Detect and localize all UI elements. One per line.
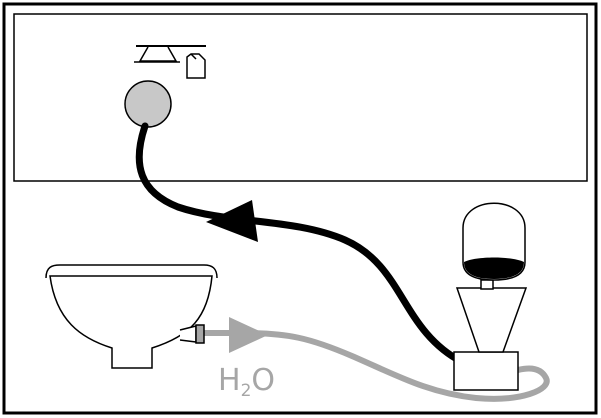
arrow-left-icon xyxy=(206,200,258,242)
arrow-right-icon xyxy=(229,317,268,353)
hose-connector-port[interactable] xyxy=(124,80,172,128)
black-hose xyxy=(135,122,466,366)
pump-base xyxy=(453,351,519,391)
pressure-vessel xyxy=(462,202,526,281)
control-panel xyxy=(13,13,588,182)
induction-hopper xyxy=(45,264,218,369)
vessel-neck xyxy=(480,279,494,290)
water-label: H2O xyxy=(218,363,275,401)
sprayer-nozzle-canister-icon xyxy=(134,45,206,79)
strainer-funnel xyxy=(455,287,528,353)
water-hose xyxy=(202,330,550,402)
